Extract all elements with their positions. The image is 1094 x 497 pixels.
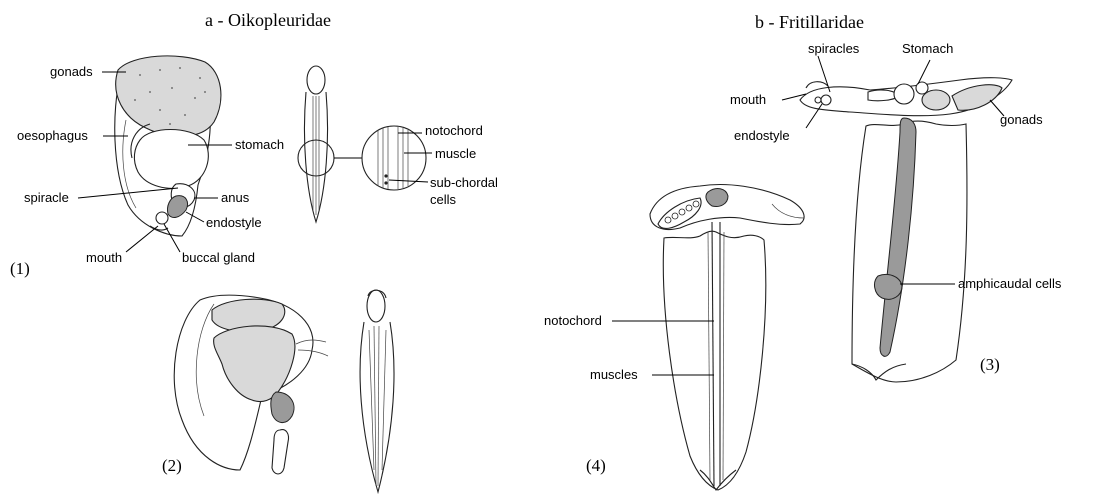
label-amphicaudal-cells: amphicaudal cells bbox=[958, 276, 1062, 291]
label-notochord: notochord bbox=[425, 123, 483, 138]
figure-2-number: (2) bbox=[162, 456, 182, 475]
buccal-gland-organ bbox=[156, 212, 168, 224]
figure-3-tail-drawing bbox=[852, 118, 967, 382]
label-mouth: mouth bbox=[86, 250, 122, 265]
label-gonads-b: gonads bbox=[1000, 112, 1043, 127]
label-anus: anus bbox=[221, 190, 250, 205]
panel-a-title: a - Oikopleuridae bbox=[205, 10, 331, 30]
figure-4-tail-drawing bbox=[663, 222, 765, 490]
figure-3-trunk-drawing bbox=[800, 78, 1012, 116]
label-endostyle: endostyle bbox=[206, 215, 262, 230]
label-stomach-b: Stomach bbox=[902, 41, 953, 56]
gonads-organ bbox=[116, 56, 221, 136]
label-subchordal-line1: sub-chordal bbox=[430, 175, 498, 190]
figure-4-number: (4) bbox=[586, 456, 606, 475]
label-subchordal-line2: cells bbox=[430, 192, 457, 207]
figure-1-number: (1) bbox=[10, 259, 30, 278]
label-spiracles: spiracles bbox=[808, 41, 860, 56]
figure-4-labels: notochord muscles bbox=[544, 313, 714, 382]
label-stomach: stomach bbox=[235, 137, 284, 152]
label-gonads: gonads bbox=[50, 64, 93, 79]
label-muscles: muscles bbox=[590, 367, 638, 382]
panel-b-title: b - Fritillaridae bbox=[755, 12, 864, 32]
figure-2-drawing bbox=[174, 295, 328, 474]
label-mouth-b: mouth bbox=[730, 92, 766, 107]
label-notochord-b: notochord bbox=[544, 313, 602, 328]
label-muscle: muscle bbox=[435, 146, 476, 161]
endostyle-organ bbox=[167, 196, 187, 218]
label-spiracle: spiracle bbox=[24, 190, 69, 205]
figure-1-trunk-drawing bbox=[115, 56, 221, 236]
figure-4-trunk-drawing bbox=[650, 185, 804, 230]
label-buccal-gland: buccal gland bbox=[182, 250, 255, 265]
label-oesophagus: oesophagus bbox=[17, 128, 88, 143]
label-endostyle-b: endostyle bbox=[734, 128, 790, 143]
stomach-organ bbox=[134, 130, 208, 189]
figure-3-number: (3) bbox=[980, 355, 1000, 374]
figure-2-tail-drawing bbox=[360, 290, 394, 492]
figure-1-tail-drawing bbox=[298, 66, 426, 222]
